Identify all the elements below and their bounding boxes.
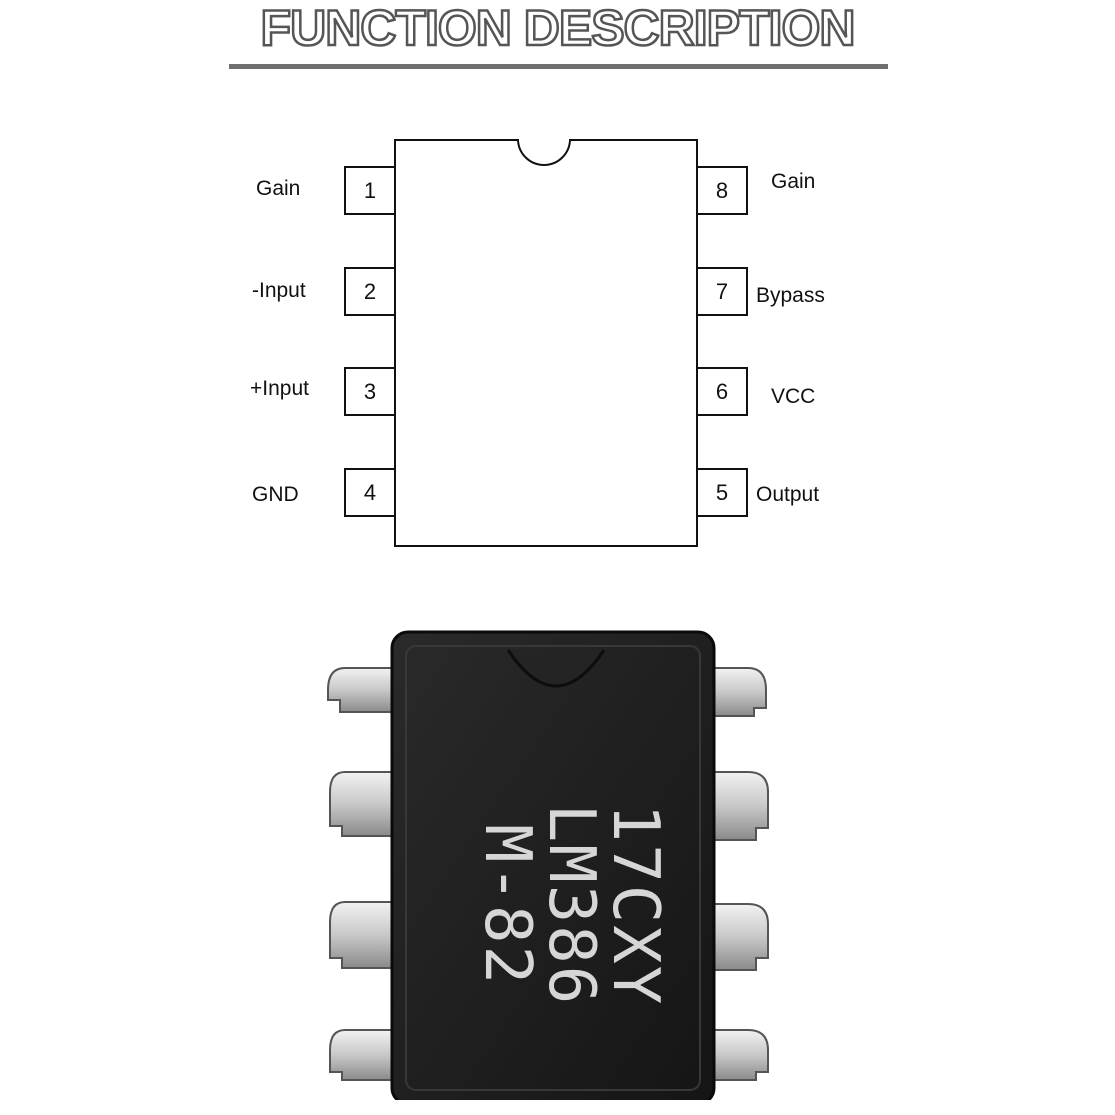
title-underline: [229, 64, 888, 69]
left-legs: [327, 667, 396, 1081]
package-notch: [506, 649, 606, 688]
marking-line-1: 17CXY: [598, 804, 672, 1007]
chip-marking: 17CXY LM386 M-82: [470, 804, 672, 1007]
pin-5-label: Output: [756, 483, 820, 506]
chip-package: [390, 630, 716, 1100]
chip-photo: 17CXY LM386 M-82: [327, 630, 769, 1100]
pin-1-box: 1: [344, 166, 396, 215]
pin-8-label: Gain: [771, 170, 816, 193]
pin-2-label: -Input: [252, 279, 306, 302]
marking-line-3: M-82: [470, 824, 544, 986]
pin-1-label: Gain: [256, 177, 301, 200]
pin-3-label: +Input: [250, 377, 309, 400]
chip-outline: [394, 139, 698, 547]
pin-7-box: 7: [696, 267, 748, 316]
pin-4-box: 4: [344, 468, 396, 517]
pin-7-label: Bypass: [756, 284, 825, 307]
marking-line-2: LM386: [534, 804, 608, 1007]
right-legs: [704, 667, 769, 1081]
pin-4-label: GND: [252, 483, 299, 506]
pin-6-label: VCC: [771, 385, 816, 408]
pin-2-box: 2: [344, 267, 396, 316]
pin1-notch: [517, 139, 571, 166]
pin-5-box: 5: [696, 468, 748, 517]
pin-3-box: 3: [344, 367, 396, 416]
pin-8-box: 8: [696, 166, 748, 215]
pin-6-box: 6: [696, 367, 748, 416]
page-title: FUNCTION DESCRIPTION: [259, 0, 856, 57]
